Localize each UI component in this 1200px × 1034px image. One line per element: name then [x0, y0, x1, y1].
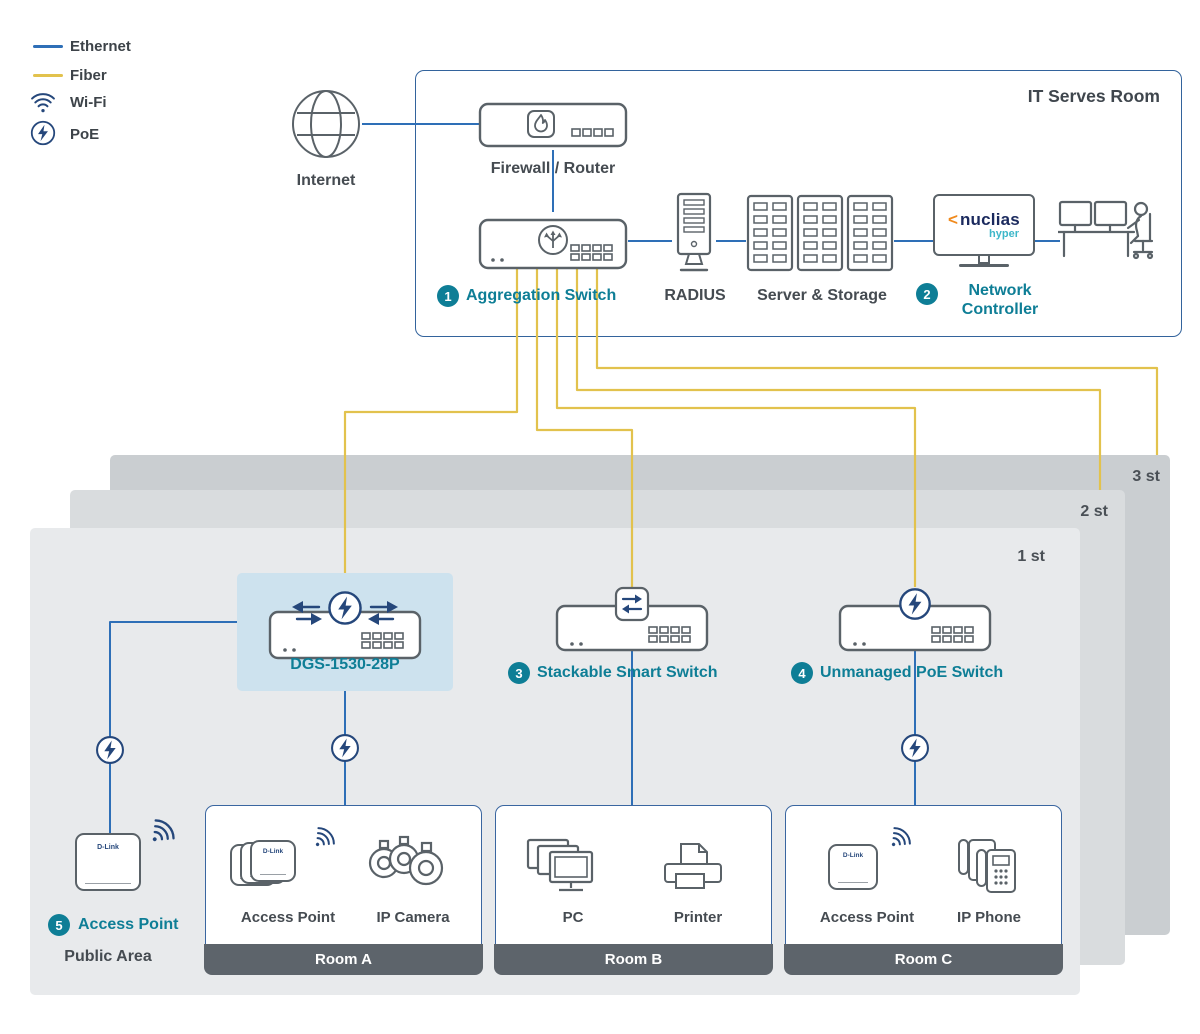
- room-c-ip-phone-label: IP Phone: [957, 909, 1021, 926]
- legend-wifi-label: Wi-Fi: [70, 94, 107, 111]
- stackable-switch-icon: [555, 586, 709, 652]
- unmanaged-poe-switch-label: Unmanaged PoE Switch: [820, 664, 1004, 681]
- room-c-access-point-label: Access Point: [819, 909, 915, 926]
- network-controller-label-line1: Network: [968, 282, 1032, 299]
- network-controller-monitor: < nuclias hyper: [933, 194, 1035, 267]
- firewall-router-label: Firewall / Router: [490, 160, 616, 177]
- network-controller-label: Network Controller: [940, 281, 1060, 319]
- legend-ethernet-label: Ethernet: [70, 38, 131, 55]
- legend-poe-label: PoE: [70, 126, 100, 143]
- room-c-label: Room C: [784, 943, 1063, 975]
- internet-label: Internet: [296, 172, 356, 189]
- access-point-device: D-Link: [828, 844, 878, 890]
- nuclias-logo-chevron: <: [948, 209, 958, 229]
- wifi-icon: [30, 90, 56, 116]
- step-badge-4: 4: [791, 662, 813, 684]
- poe-icon: [330, 733, 360, 763]
- room-a-label: Room A: [204, 943, 483, 975]
- nuclias-sub-brand: hyper: [989, 227, 1019, 240]
- radius-server-icon: [676, 192, 712, 272]
- it-room-title: IT Serves Room: [1027, 86, 1160, 106]
- room-c-box: D-Link Access Point IP Phone Room C: [784, 805, 1063, 975]
- room-a-access-point-label: Access Point: [240, 909, 336, 926]
- ip-phone-icon: [958, 839, 1016, 893]
- radius-label: RADIUS: [664, 287, 726, 304]
- pc-icon: [526, 838, 594, 892]
- dlink-brand: D-Link: [262, 848, 284, 855]
- room-a-ip-camera-label: IP Camera: [376, 909, 450, 926]
- step-badge-5: 5: [48, 914, 70, 936]
- fiber-lines: [343, 269, 1159, 588]
- server-storage-label: Server & Storage: [757, 287, 887, 304]
- admin-workstation-icon: [1058, 200, 1154, 260]
- printer-icon: [664, 843, 722, 889]
- firewall-router-icon: [478, 102, 628, 148]
- floor-2-label: 2 st: [1080, 503, 1108, 520]
- room-b-pc-label: PC: [562, 909, 584, 926]
- dlink-brand: D-Link: [842, 852, 864, 859]
- internet-globe-icon: [292, 90, 360, 158]
- poe-icon: [900, 733, 930, 763]
- floor-1-label: 1 st: [1017, 548, 1045, 565]
- server-storage-icon: [746, 194, 894, 272]
- wifi-icon: [305, 821, 342, 858]
- room-b-box: PC Printer Room B: [494, 805, 773, 975]
- fiber-line-sample: [33, 74, 63, 77]
- ethernet-line-sample: [33, 45, 63, 48]
- nuclias-brand: nuclias: [959, 209, 1020, 229]
- poe-icon: [30, 120, 56, 146]
- unmanaged-poe-switch-icon: [838, 588, 992, 652]
- floor-3-label: 3 st: [1132, 468, 1160, 485]
- legend-fiber-label: Fiber: [70, 67, 107, 84]
- room-b-printer-label: Printer: [673, 909, 723, 926]
- aggregation-switch-icon: [478, 218, 628, 270]
- dlink-brand: D-Link: [97, 844, 119, 851]
- public-area-label: Public Area: [64, 948, 152, 965]
- step-badge-3: 3: [508, 662, 530, 684]
- dgs-switch-icon: [268, 591, 422, 660]
- public-access-point-label: Access Point: [78, 916, 179, 933]
- step-badge-2: 2: [916, 283, 938, 305]
- room-a-box: D-Link Access Point IP Camera Room A: [204, 805, 483, 975]
- wifi-icon: [881, 821, 918, 858]
- aggregation-switch-label: Aggregation Switch: [466, 287, 617, 304]
- public-access-point-device: D-Link: [75, 833, 141, 891]
- stackable-switch-label: Stackable Smart Switch: [537, 664, 718, 681]
- nuclias-screen: < nuclias hyper: [933, 194, 1035, 256]
- dgs-switch-label: DGS-1530-28P: [290, 656, 400, 673]
- room-b-label: Room B: [494, 943, 773, 975]
- network-controller-label-line2: Controller: [961, 301, 1039, 318]
- poe-icon: [95, 735, 125, 765]
- step-badge-1: 1: [437, 285, 459, 307]
- monitor-base: [959, 264, 1009, 267]
- monitor-stand: [978, 256, 990, 264]
- access-point-device: D-Link: [250, 840, 296, 882]
- ip-camera-icon: [368, 835, 444, 886]
